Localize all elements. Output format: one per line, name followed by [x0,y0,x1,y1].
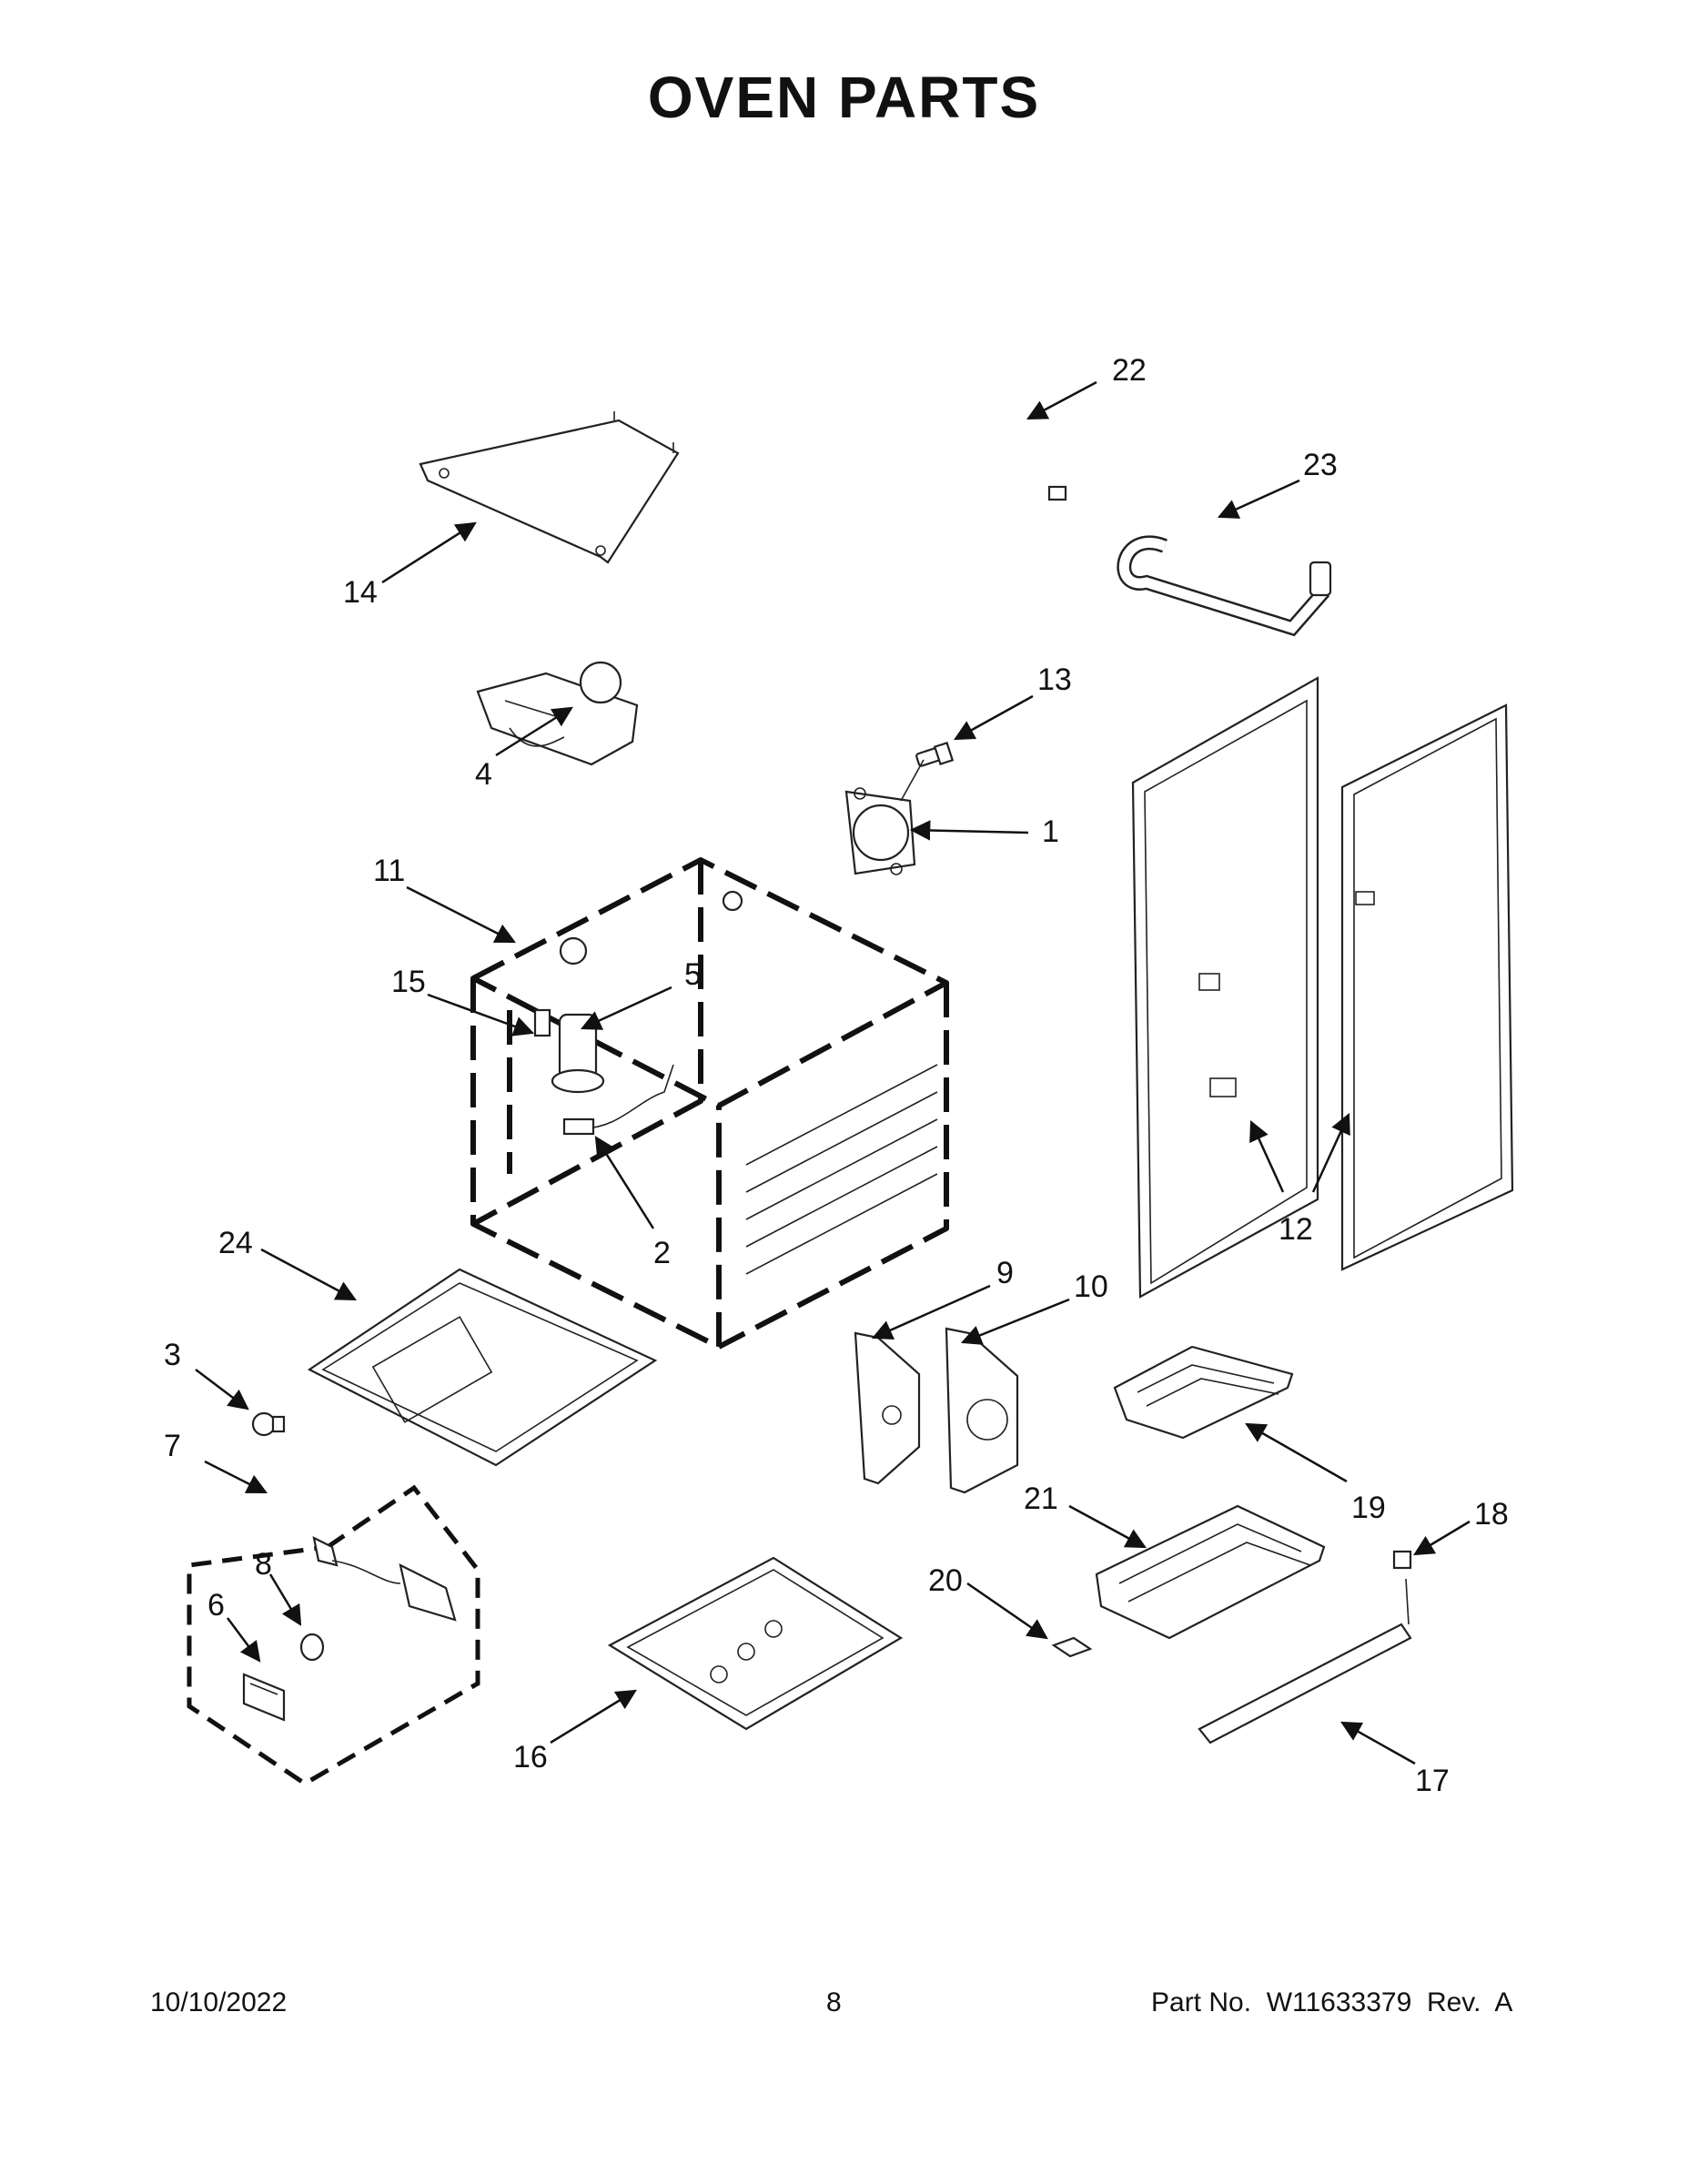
callout-20: 20 [928,1563,963,1598]
callout-labels: 1 2 3 4 5 6 7 8 9 10 11 12 13 14 15 16 1… [164,353,1509,1798]
igniter-screw [533,1008,551,1037]
callout-12: 12 [1279,1212,1313,1247]
door-latch-assembly [476,661,639,766]
lamp-kit-outline [187,1484,480,1786]
callout-22: 22 [1112,353,1147,388]
callout-2: 2 [653,1236,671,1270]
callout-11: 11 [373,854,405,888]
callout-17: 17 [1415,1764,1450,1798]
leader-lines [195,380,1471,1765]
burner-bracket [1051,1636,1093,1658]
oven-cavity [470,857,949,1350]
light-bulb [299,1633,325,1662]
callout-15: 15 [391,965,426,999]
callout-10: 10 [1074,1269,1108,1304]
door-hinge-right [945,1327,1019,1494]
oven-side-panel-right [1340,703,1514,1271]
igniter-wire [562,1064,674,1136]
callout-19: 19 [1351,1491,1386,1525]
callout-9: 9 [996,1256,1014,1290]
callout-24: 24 [218,1226,253,1260]
igniter [551,1013,605,1094]
callout-8: 8 [255,1547,272,1582]
callout-7: 7 [164,1429,181,1463]
callout-13: 13 [1037,662,1072,697]
callout-14: 14 [343,575,378,610]
page-title: OVEN PARTS [647,65,1041,130]
callout-16: 16 [513,1740,548,1774]
callout-4: 4 [475,757,492,792]
footer-page-number: 8 [826,1987,842,2017]
rail-screw [1392,1550,1412,1570]
callout-1: 1 [1042,814,1059,849]
oven-sensor-bracket [844,759,925,875]
gas-tube-lower [1117,535,1332,637]
callout-5: 5 [684,957,702,992]
bake-burner [1095,1504,1326,1640]
small-plug [251,1411,286,1437]
broil-burner [1113,1345,1294,1440]
lamp-lens [242,1673,286,1722]
callout-21: 21 [1024,1481,1058,1516]
oven-bottom-cover [307,1268,658,1467]
door-hinge-left [854,1331,921,1485]
oven-top-plate [419,411,680,564]
callout-23: 23 [1303,448,1338,482]
footer-date: 10/10/2022 [150,1987,288,2017]
callout-18: 18 [1474,1497,1509,1532]
gas-tube-upper [963,340,1067,511]
callout-6: 6 [207,1588,225,1623]
footer-part-number: Part No. W11633379 Rev. A [1151,1987,1513,2017]
callout-3: 3 [164,1338,181,1372]
burner-rail [1198,1578,1412,1744]
oven-bottom-pan [607,1556,904,1731]
lamp-socket [312,1536,457,1622]
oven-side-panel-left [1131,676,1319,1299]
